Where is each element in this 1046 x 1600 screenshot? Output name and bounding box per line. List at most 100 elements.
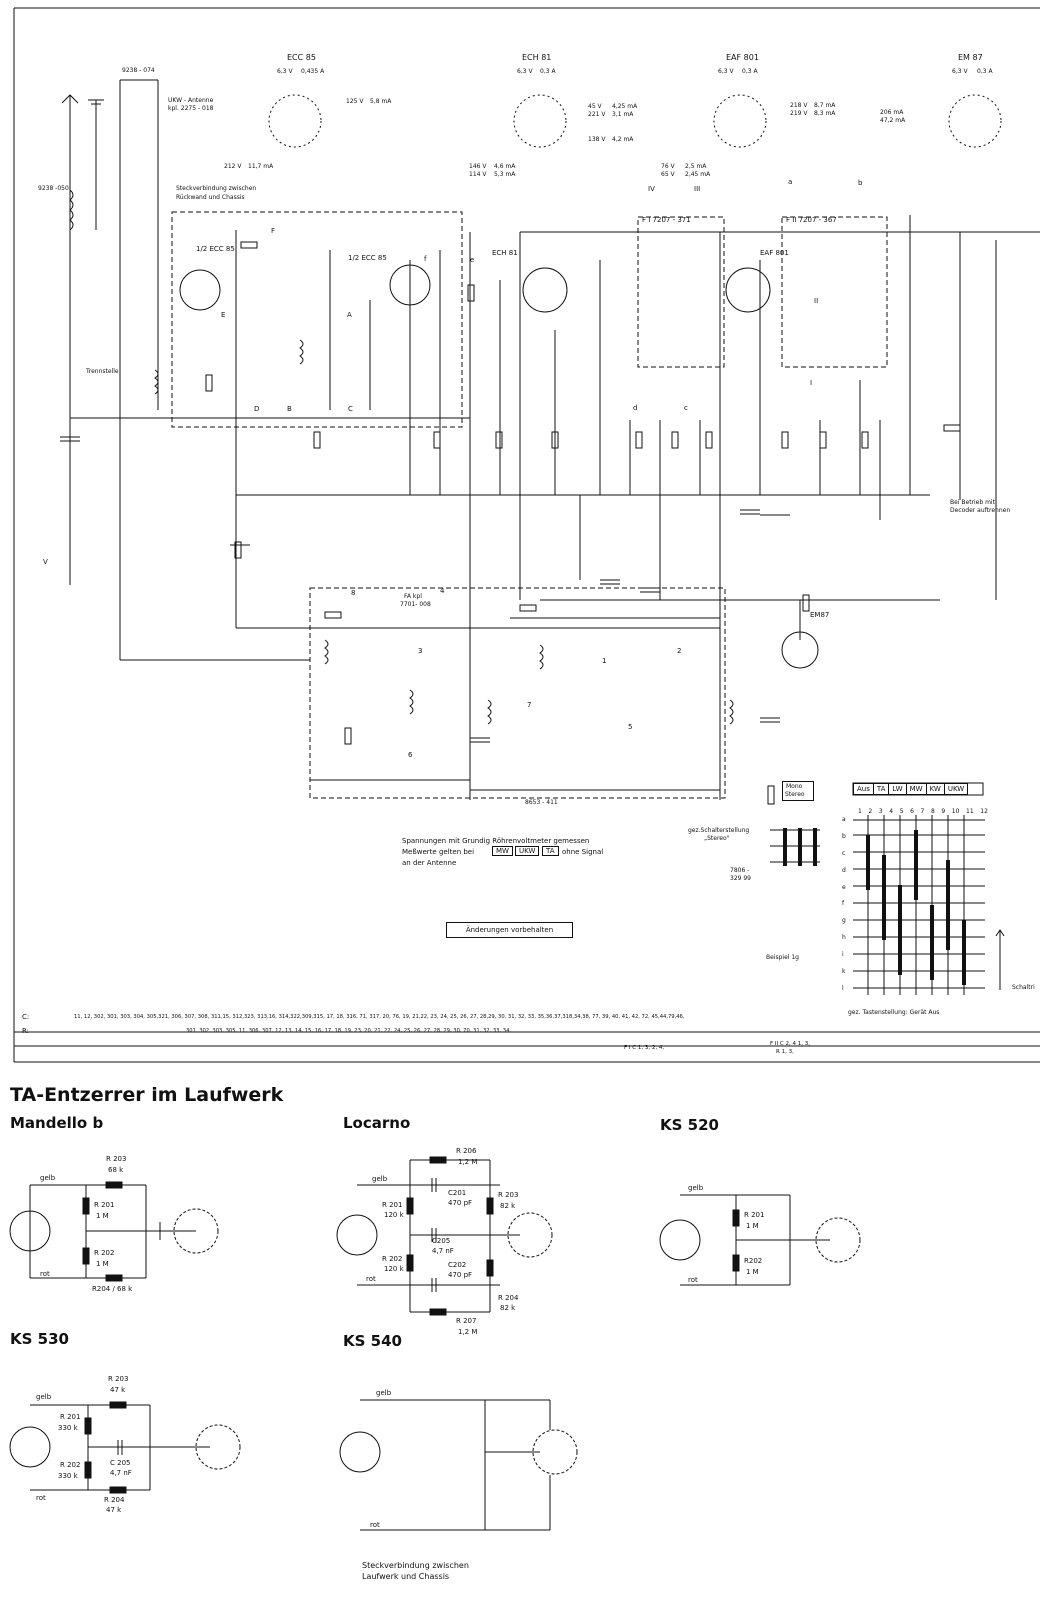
antenna-part: kpl. 2275 - 018 (168, 105, 214, 112)
switch-num: 4 (889, 808, 894, 815)
fa-number: 7701- 008 (400, 601, 431, 608)
variant-title-locarno: Locarno (343, 1114, 411, 1132)
capacitor-value: 470 pF (448, 1199, 473, 1207)
tube-current-value: 3,1 mA (612, 111, 634, 118)
switch-row: a (842, 816, 846, 823)
switch-row: b (842, 832, 846, 840)
tube-label: 1/2 ECC 85 (196, 245, 235, 253)
resistor-label: R 202 (60, 1461, 81, 1469)
switch-number: 7806 - (730, 867, 750, 874)
marker-circle: 8 (351, 589, 356, 597)
filter-ref: F II C 2, 4 1, 3, (770, 1041, 810, 1047)
capacitor-value: 4,7 nF (110, 1469, 132, 1477)
tube-current-value: 206 mA (880, 109, 904, 116)
connector-label: Steckverbindung zwischen (176, 185, 257, 192)
resistor-value: 1 M (746, 1268, 759, 1276)
connector-label: Rückwand und Chassis (176, 194, 245, 201)
capacitor-value: 470 pF (448, 1271, 473, 1279)
tube-current-value: 5,3 mA (494, 171, 516, 178)
capacitor-row-label: C: (22, 1013, 30, 1021)
tube-label: EM87 (810, 611, 830, 619)
tube-heater: 6,3 V (277, 68, 293, 75)
switch-num: 3 (878, 808, 883, 815)
part-number: 9238 -050 (38, 185, 69, 192)
tube-current-value: 47,2 mA (880, 117, 906, 124)
measurement-note: Spannungen mit Grundig Röhrenvoltmeter g… (402, 837, 590, 845)
wire-label: rot (688, 1276, 698, 1284)
marker-circle: D (254, 405, 260, 413)
wire-label: rot (40, 1270, 50, 1278)
tube-voltage: 45 V (588, 103, 602, 110)
switch-col: LW (888, 783, 907, 795)
switch-col: MW (905, 783, 927, 795)
capacitor-label: C 205 (110, 1459, 131, 1467)
resistor-value: 68 k (108, 1166, 124, 1174)
capacitor-list: 11, 12, 302, 301, 303, 304, 305,321, 306… (74, 1014, 685, 1020)
part-number: 8653 - 411 (525, 799, 558, 806)
tube-current: 0,3 A (540, 68, 556, 75)
switch-row: k (842, 968, 846, 976)
tube-voltage: 138 V (588, 136, 606, 143)
tube-label: 1/2 ECC 85 (348, 254, 387, 262)
switch-number: 329 99 (730, 875, 751, 882)
capacitor-label: C201 (448, 1189, 467, 1197)
resistor-label: R 204 (498, 1294, 519, 1302)
resistor-value: 120 k (384, 1265, 404, 1273)
switch-row: f (842, 900, 845, 908)
decoder-note: Decoder auftrennen (950, 507, 1011, 514)
measurement-note: ohne Signal (562, 848, 604, 856)
marker-circle: e (470, 256, 475, 264)
marker-circle: I (810, 379, 813, 387)
key-position-label: gez. Tastenstellung: Gerät Aus (848, 1009, 940, 1016)
resistor-label: R 203 (498, 1191, 519, 1199)
switch-num: 6 (910, 808, 914, 815)
filter-label: F II 7207 - 367 (786, 216, 837, 224)
marker-circle: 4 (440, 587, 445, 595)
variant-title-ks540: KS 540 (343, 1332, 402, 1350)
tube-current-value: 2,5 mA (685, 163, 707, 170)
filter-label: F I 7207 - 371 (642, 216, 691, 224)
switch-row: e (842, 883, 846, 891)
filter-ref: R 1, 3, (776, 1049, 794, 1055)
marker-circle: IV (648, 185, 655, 193)
marker-circle: b (858, 179, 863, 187)
marker-circle: V (43, 558, 48, 566)
tube-voltage: 65 V (661, 171, 675, 178)
resistor-row-label: R: (22, 1027, 30, 1035)
resistor-label: R 203 (106, 1155, 127, 1163)
mode-ta: TA (542, 846, 559, 856)
resistor-value: 330 k (58, 1472, 78, 1480)
tube-heater: 6,3 V (718, 68, 734, 75)
marker-circle: III (694, 185, 701, 193)
switch-num: 1 (858, 808, 862, 815)
mode-mw: MW (492, 846, 513, 856)
resistor-label: R 202 (94, 1249, 115, 1257)
tube-current-value: 4,6 mA (494, 163, 516, 170)
switch-row: l (842, 984, 844, 992)
resistor-value: 1 M (746, 1222, 759, 1230)
resistor-label: R 201 (744, 1211, 765, 1219)
switch-num: 11 (966, 808, 974, 815)
switch-row: d (842, 866, 846, 874)
wire-label: gelb (372, 1175, 388, 1183)
switch-row: i (842, 951, 844, 959)
filter-ref: F I C 1, 3, 2, 4, (624, 1045, 665, 1051)
marker-circle: f (424, 255, 427, 263)
part-number: 9238 - 074 (122, 67, 155, 74)
mono-stereo-box: Mono Stereo (782, 781, 814, 801)
fa-label: FA kpl (404, 593, 422, 600)
tube-name-ech81: ECH 81 (522, 53, 552, 62)
switch-col: Aus (853, 783, 874, 795)
capacitor-value: 4,7 nF (432, 1247, 454, 1255)
variant-title-ks520: KS 520 (660, 1116, 719, 1134)
tube-name-ecc85: ECC 85 (287, 53, 316, 62)
tube-current-value: 8,7 mA (814, 102, 836, 109)
resistor-value: 1,2 M (458, 1158, 478, 1166)
resistor-value: 1 M (96, 1260, 109, 1268)
mode-ukw: UKW (515, 846, 540, 856)
changes-reserved-note: Änderungen vorbehalten (446, 922, 573, 938)
measurement-note: Meßwerte gelten bei (402, 848, 475, 856)
resistor-value: 47 k (110, 1386, 126, 1394)
resistor-label: R 201 (94, 1201, 115, 1209)
